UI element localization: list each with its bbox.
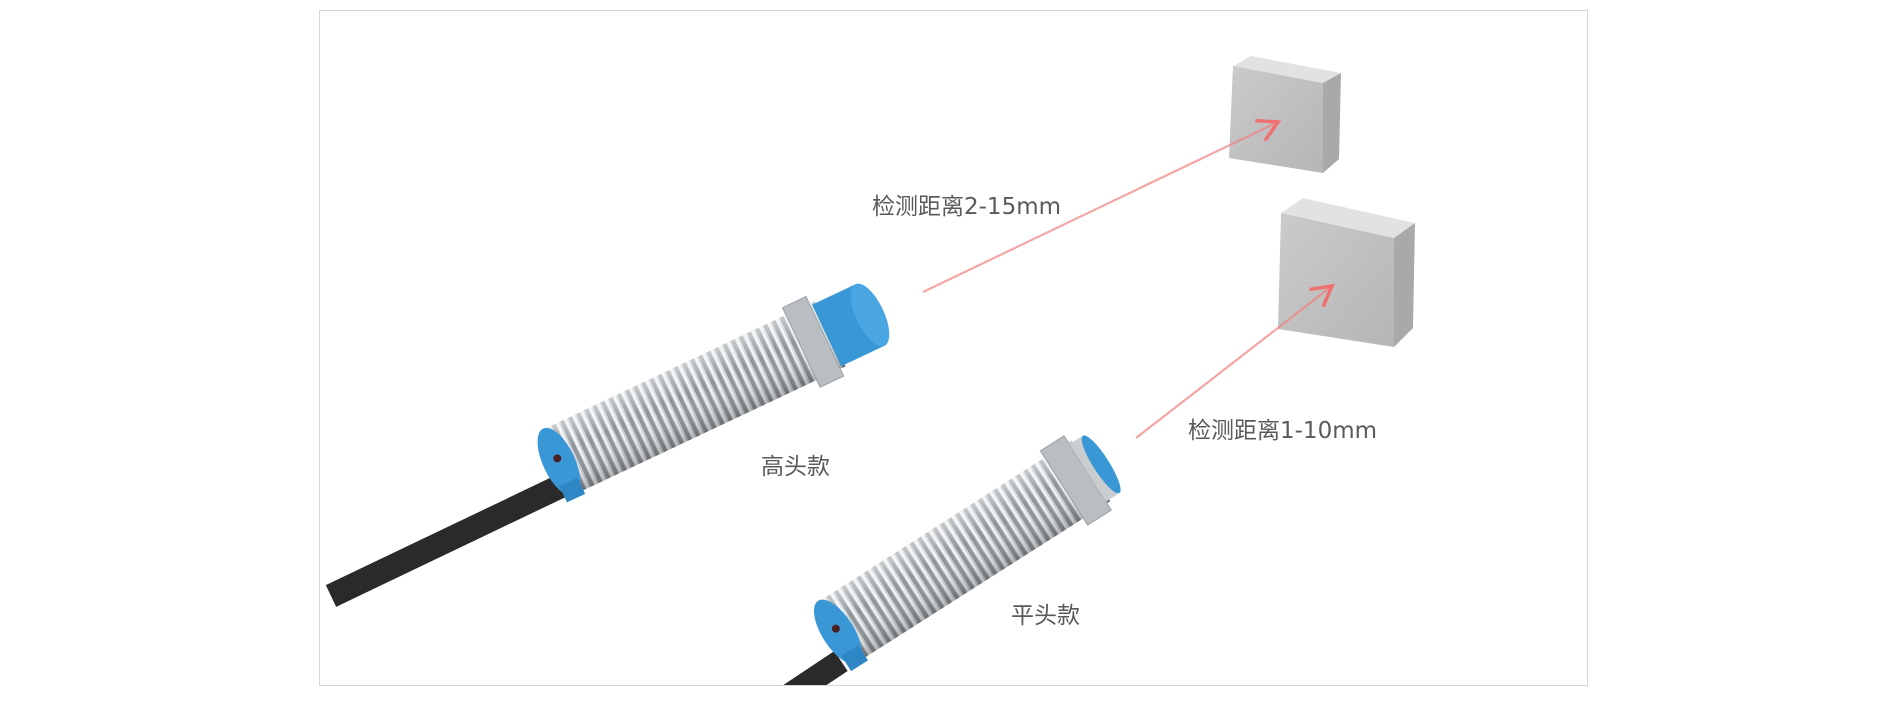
- range-label-flat: 检测距离1-10mm: [1188, 418, 1378, 444]
- target-block-2: [1278, 198, 1415, 347]
- product-illustration: 检测距离2-15mm 检测距离1-10mm 高头款 平头款: [319, 10, 1588, 686]
- sensor-illustration: [325, 56, 1415, 685]
- model-label-flat: 平头款: [1011, 603, 1080, 629]
- sensor-high-head: [537, 283, 890, 503]
- sensor-flat-head: [813, 435, 1121, 672]
- laser-beam-1: [922, 118, 1282, 293]
- cable-1: [325, 475, 567, 607]
- target-block-1: [1229, 56, 1341, 173]
- cable-2: [783, 651, 848, 685]
- model-label-high: 高头款: [761, 454, 830, 480]
- range-label-high: 检测距离2-15mm: [872, 194, 1062, 220]
- laser-beam-2: [1135, 283, 1335, 439]
